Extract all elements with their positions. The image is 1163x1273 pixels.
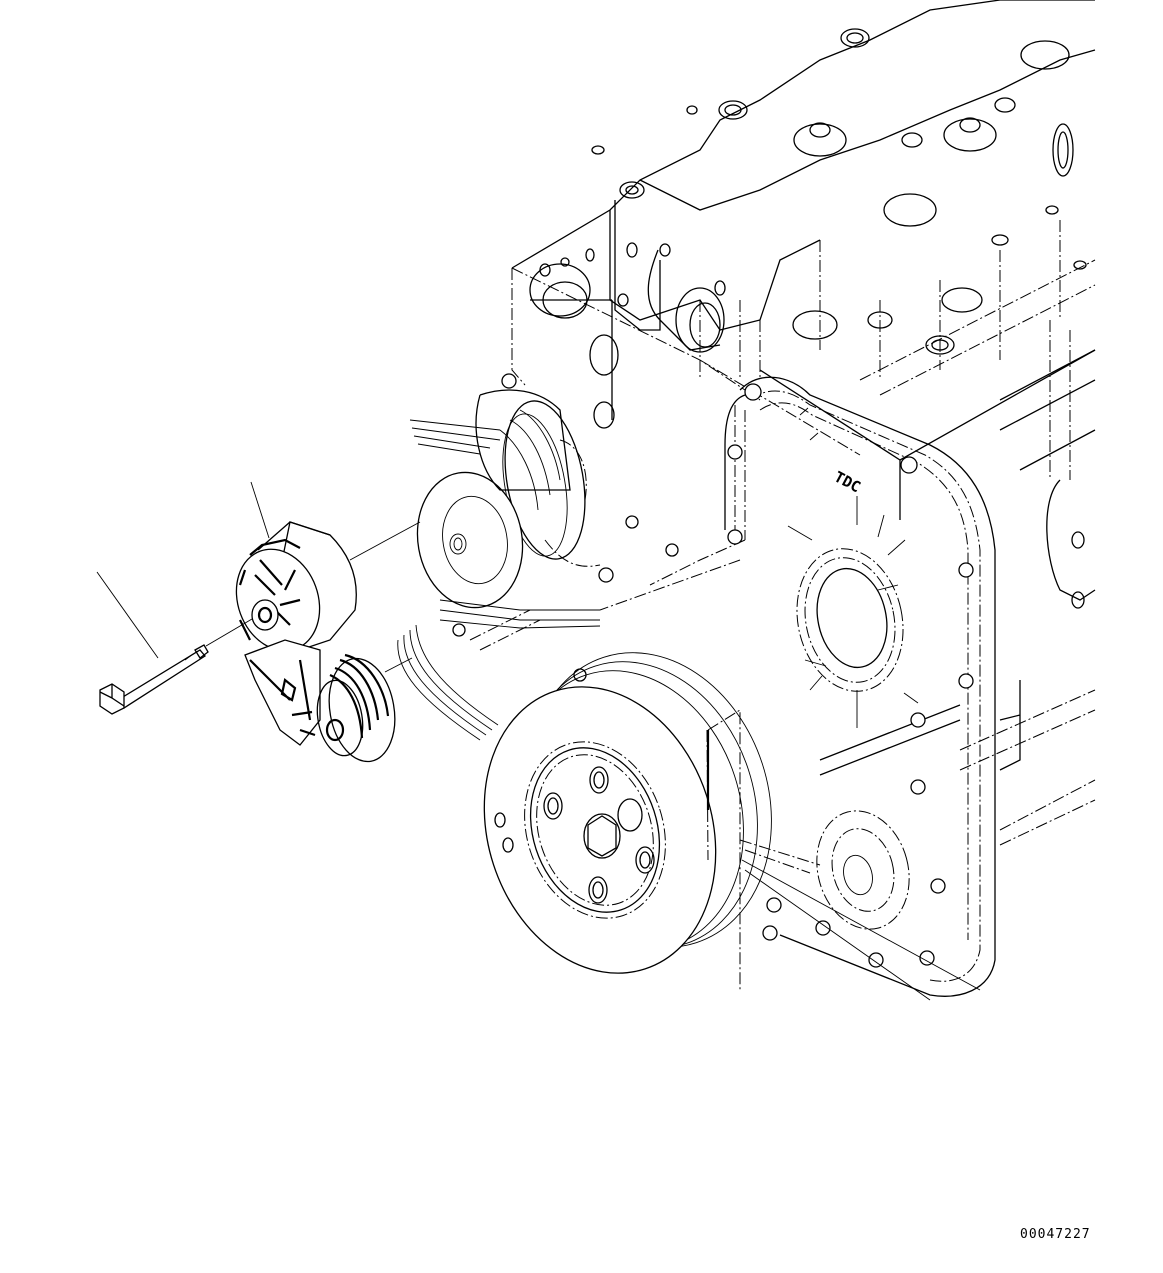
assembly-axis-tensioner <box>349 521 421 561</box>
mounting-bolt <box>99 644 209 715</box>
leader-line-tensioner <box>250 481 270 539</box>
water-pump-pulley <box>416 389 601 609</box>
leader-lines <box>96 481 421 673</box>
crankshaft-pulley-damper <box>483 652 772 990</box>
assembly-axis-bolt <box>205 618 253 647</box>
tdc-timing-window <box>787 496 919 728</box>
cylinder-head <box>511 0 1096 520</box>
tdc-label: TDC <box>831 468 863 497</box>
belt-tensioner <box>235 521 396 763</box>
poly-v-belt <box>397 419 601 741</box>
cylinder-block <box>511 200 1096 846</box>
figure-number: 00047227 <box>1020 1227 1091 1242</box>
assembly-axis-idler <box>384 657 413 673</box>
leader-line-bolt <box>96 571 159 659</box>
